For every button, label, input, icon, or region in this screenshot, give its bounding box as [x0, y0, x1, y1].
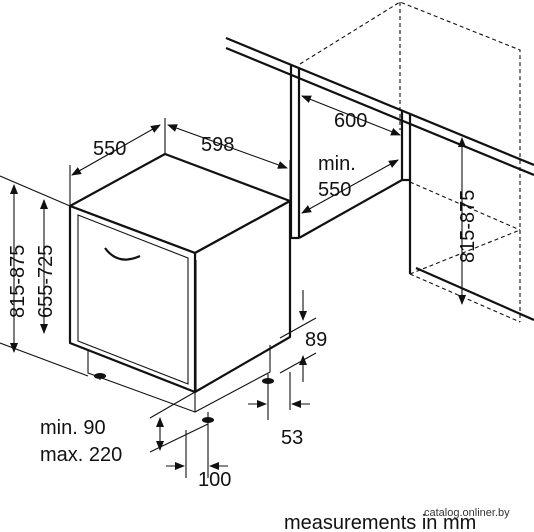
foot-offset-label: 100	[198, 469, 231, 491]
dishwasher-body	[68, 152, 292, 424]
measurements-caption: measurements in mm	[284, 512, 476, 532]
niche-width-label: 600	[334, 110, 367, 132]
plinth-clearance-label-line1: min. 90	[40, 417, 106, 439]
dimension-lines	[0, 95, 466, 478]
appliance-height-outer-label: 815-875	[7, 245, 29, 318]
plinth-setback-label: 53	[281, 427, 303, 449]
width-label: 598	[201, 134, 234, 156]
depth-label: 550	[93, 138, 126, 160]
niche-depth-label-line1: min.	[318, 153, 356, 175]
niche-depth-label-line2: 550	[318, 179, 351, 201]
plinth-height-label: 89	[305, 329, 327, 351]
niche-height-label: 815-875	[457, 190, 479, 263]
appliance-height-inner-label: 655-725	[35, 245, 57, 318]
watermark: catalog.onliner.by	[424, 507, 510, 519]
plinth-clearance-label-line2: max. 220	[40, 444, 122, 466]
niche-outline	[225, 1, 534, 323]
